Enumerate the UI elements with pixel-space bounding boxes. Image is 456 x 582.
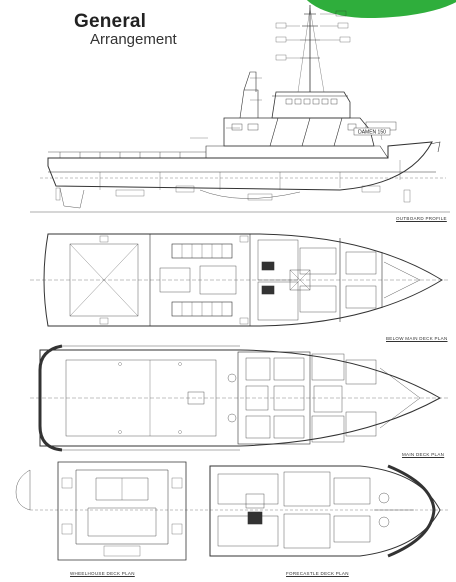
vessel-name-label: DAMEN 150 [358, 130, 386, 136]
label-below-main-deck: BELOW MAIN DECK PLAN [386, 336, 448, 341]
forecastle-deck-plan [200, 464, 450, 558]
label-wheelhouse-deck: WHEELHOUSE DECK PLAN [70, 571, 135, 576]
green-corner-arc [300, 0, 456, 18]
title-arrangement: Arrangement [90, 31, 177, 48]
page-title: General Arrangement [74, 12, 177, 47]
title-general: General [74, 11, 147, 32]
outboard-profile [30, 5, 450, 213]
below-main-deck-plan [30, 233, 450, 327]
label-forecastle-deck: FORECASTLE DECK PLAN [286, 571, 349, 576]
wheelhouse-deck-plan [15, 461, 200, 561]
main-deck-plan [30, 344, 450, 452]
label-outboard-profile: OUTBOARD PROFILE [396, 216, 447, 221]
label-main-deck: MAIN DECK PLAN [402, 452, 445, 457]
